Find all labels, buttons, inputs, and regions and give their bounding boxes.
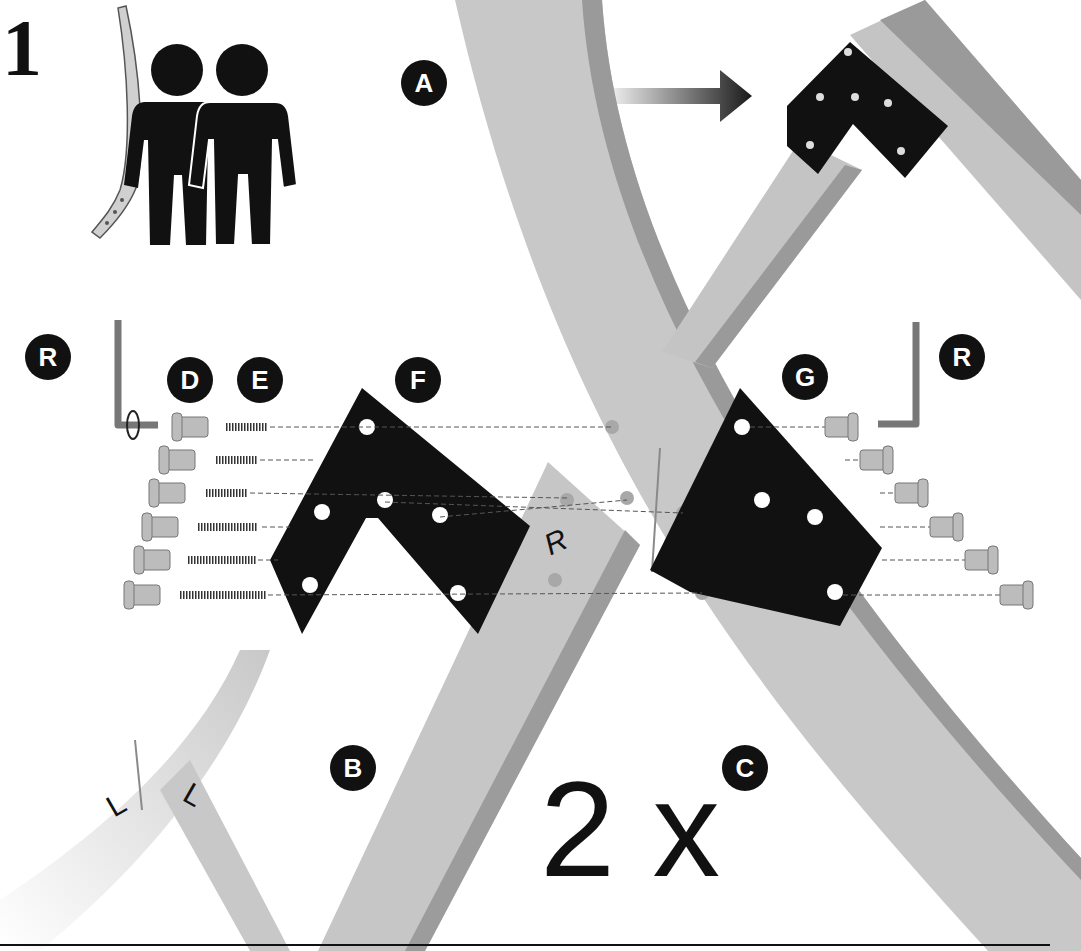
bolts-right [825,413,1033,609]
step-number: 1 [2,8,42,88]
rotate-symbol [127,411,139,439]
assembled-joint-inset [662,0,1081,368]
direction-arrow [600,70,752,122]
callout-letter: G [782,354,828,400]
callout-text: R [939,334,985,380]
callout-letter: D [167,357,213,403]
threaded-rods-e [180,427,268,595]
callout-letter: C [722,745,768,791]
callout-text: E [237,357,283,403]
callout-text: B [330,745,376,791]
bracket-plate-g [650,388,882,626]
callout-letter: F [395,357,441,403]
callout-letter: A [401,60,447,106]
callout-text: F [395,357,441,403]
callout-letter: E [237,357,283,403]
quantity-label: 2 x [540,762,720,897]
alignment-lines [250,427,1000,595]
callout-letter: B [330,745,376,791]
callout-text: G [782,354,828,400]
callout-text: R [25,334,71,380]
bracket-plate-f [270,388,530,634]
callout-letter: R [25,334,71,380]
callout-letter: R [939,334,985,380]
allen-keys [118,320,916,425]
callout-text: C [722,745,768,791]
left-frame-inset [0,650,290,951]
callout-text: D [167,357,213,403]
bolts-d [124,413,208,609]
callout-text: A [401,60,447,106]
bottom-rule [0,944,1050,946]
two-persons-icon [124,44,297,245]
